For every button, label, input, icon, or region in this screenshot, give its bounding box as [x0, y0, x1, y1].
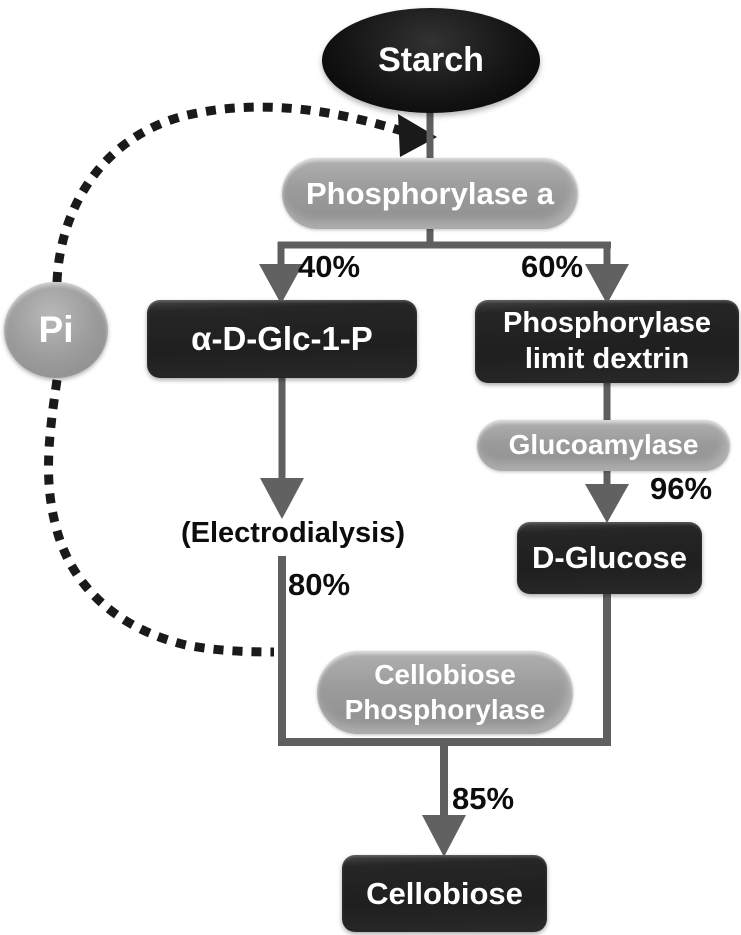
node-cellobiose-phosphorylase-label: Cellobiose Phosphorylase	[344, 659, 546, 725]
node-pi-cofactor: Pi	[4, 282, 108, 378]
node-d-glucose-label: D-Glucose	[531, 540, 688, 576]
left-branch-arrowhead-icon	[259, 264, 303, 304]
node-phosphorylase-limit-dextrin: Phosphorylase limit dextrin	[475, 300, 739, 383]
node-cellobiose: Cellobiose	[342, 855, 547, 932]
cellobiose-arrowhead-icon	[422, 815, 466, 857]
yield-label-60: 60%	[521, 249, 584, 284]
right-branch-arrowhead-icon	[585, 264, 629, 304]
yield-label-85: 85%	[452, 781, 515, 816]
node-starch: Starch	[322, 8, 540, 113]
node-pi-label: Pi	[38, 309, 74, 351]
pi-to-branch-dotted-curve	[44, 379, 275, 657]
node-phosphorylase-a-label: Phosphorylase a	[305, 175, 555, 211]
pi-to-starch-arrowhead-icon	[398, 114, 437, 157]
node-glc1p: α-D-Glc-1-P	[147, 300, 417, 378]
yield-label-80: 80%	[288, 567, 351, 602]
node-cellobiose-phosphorylase: Cellobiose Phosphorylase	[317, 651, 573, 734]
yield-label-96: 96%	[650, 471, 713, 506]
pi-to-starch-dotted-curve	[52, 102, 404, 283]
glc1p-arrowhead-icon	[260, 478, 304, 519]
node-phosphorylase-a: Phosphorylase a	[282, 158, 578, 229]
node-phosphorylase-limit-dextrin-label: Phosphorylase limit dextrin	[503, 307, 711, 375]
glucoamylase-arrowhead-icon	[585, 484, 629, 523]
node-glucoamylase-label: Glucoamylase	[508, 429, 699, 461]
yield-label-40: 40%	[298, 249, 361, 284]
node-starch-label: Starch	[378, 40, 484, 79]
node-cellobiose-label: Cellobiose	[366, 875, 523, 911]
node-glc1p-label: α-D-Glc-1-P	[191, 319, 373, 357]
node-d-glucose: D-Glucose	[517, 522, 702, 594]
node-glucoamylase: Glucoamylase	[477, 420, 730, 471]
electrodialysis-label: (Electrodialysis)	[180, 517, 406, 549]
